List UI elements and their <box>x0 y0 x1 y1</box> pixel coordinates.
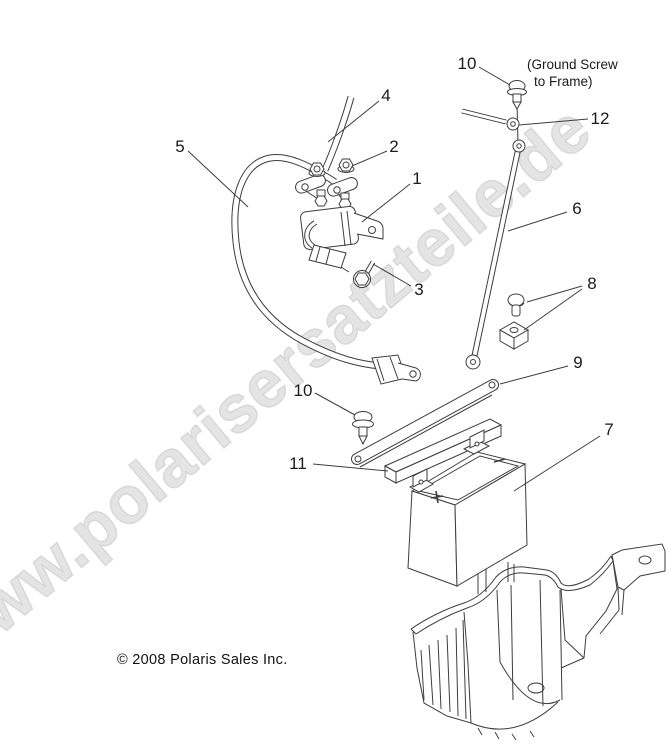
callout-10-bottom: 10 <box>294 381 313 400</box>
callout-7: 7 <box>604 420 613 439</box>
screw-and-nut-drawing <box>498 293 530 350</box>
bolt-drawing <box>353 260 376 288</box>
leader-line <box>526 285 583 303</box>
callout-labels: 10 4 2 1 5 12 6 3 8 9 10 11 7 <box>175 54 613 473</box>
callout-6: 6 <box>572 199 581 218</box>
callout-12: 12 <box>591 109 610 128</box>
leader-line <box>351 150 388 167</box>
callout-1: 1 <box>412 169 421 188</box>
callout-4: 4 <box>381 86 390 105</box>
copyright-text: © 2008 Polaris Sales Inc. <box>117 652 288 668</box>
ground-screw-top-drawing <box>507 80 527 145</box>
ground-note-line1: (Ground Screw <box>527 57 618 72</box>
leader-line <box>187 150 249 208</box>
battery-box-drawing <box>410 543 666 741</box>
leader-line <box>513 435 601 492</box>
leader-line <box>507 211 568 232</box>
battery-cable-drawing <box>231 154 421 385</box>
leader-lines <box>187 66 601 492</box>
battery-drawing <box>407 429 528 587</box>
leader-line <box>499 365 569 385</box>
ground-screw-note: (Ground Screw to Frame) <box>527 57 618 89</box>
callout-11: 11 <box>289 454 307 473</box>
callout-2: 2 <box>389 137 398 156</box>
leader-line <box>518 118 589 126</box>
callout-8: 8 <box>587 274 596 293</box>
leader-line <box>327 100 380 143</box>
leader-line <box>312 463 389 472</box>
callout-3: 3 <box>414 280 423 299</box>
leader-line <box>314 392 356 416</box>
flange-screw-bottom-drawing <box>352 411 374 446</box>
cable-end-terminal <box>371 354 421 385</box>
callout-5: 5 <box>175 137 184 156</box>
hold-down-strap-drawing <box>351 379 499 468</box>
flange-nuts-drawing <box>308 158 355 177</box>
positive-cable-drawing <box>321 96 355 172</box>
callout-10-top: 10 <box>458 54 477 73</box>
hold-down-rod-drawing <box>465 139 526 370</box>
callout-9: 9 <box>573 353 582 372</box>
leader-line <box>361 183 411 223</box>
solenoid-drawing <box>295 174 384 273</box>
leader-line <box>523 288 583 331</box>
leader-line <box>478 66 511 86</box>
leader-line <box>372 263 412 287</box>
ground-note-line2: to Frame) <box>534 74 593 89</box>
ground-wire-drawing <box>461 108 520 131</box>
